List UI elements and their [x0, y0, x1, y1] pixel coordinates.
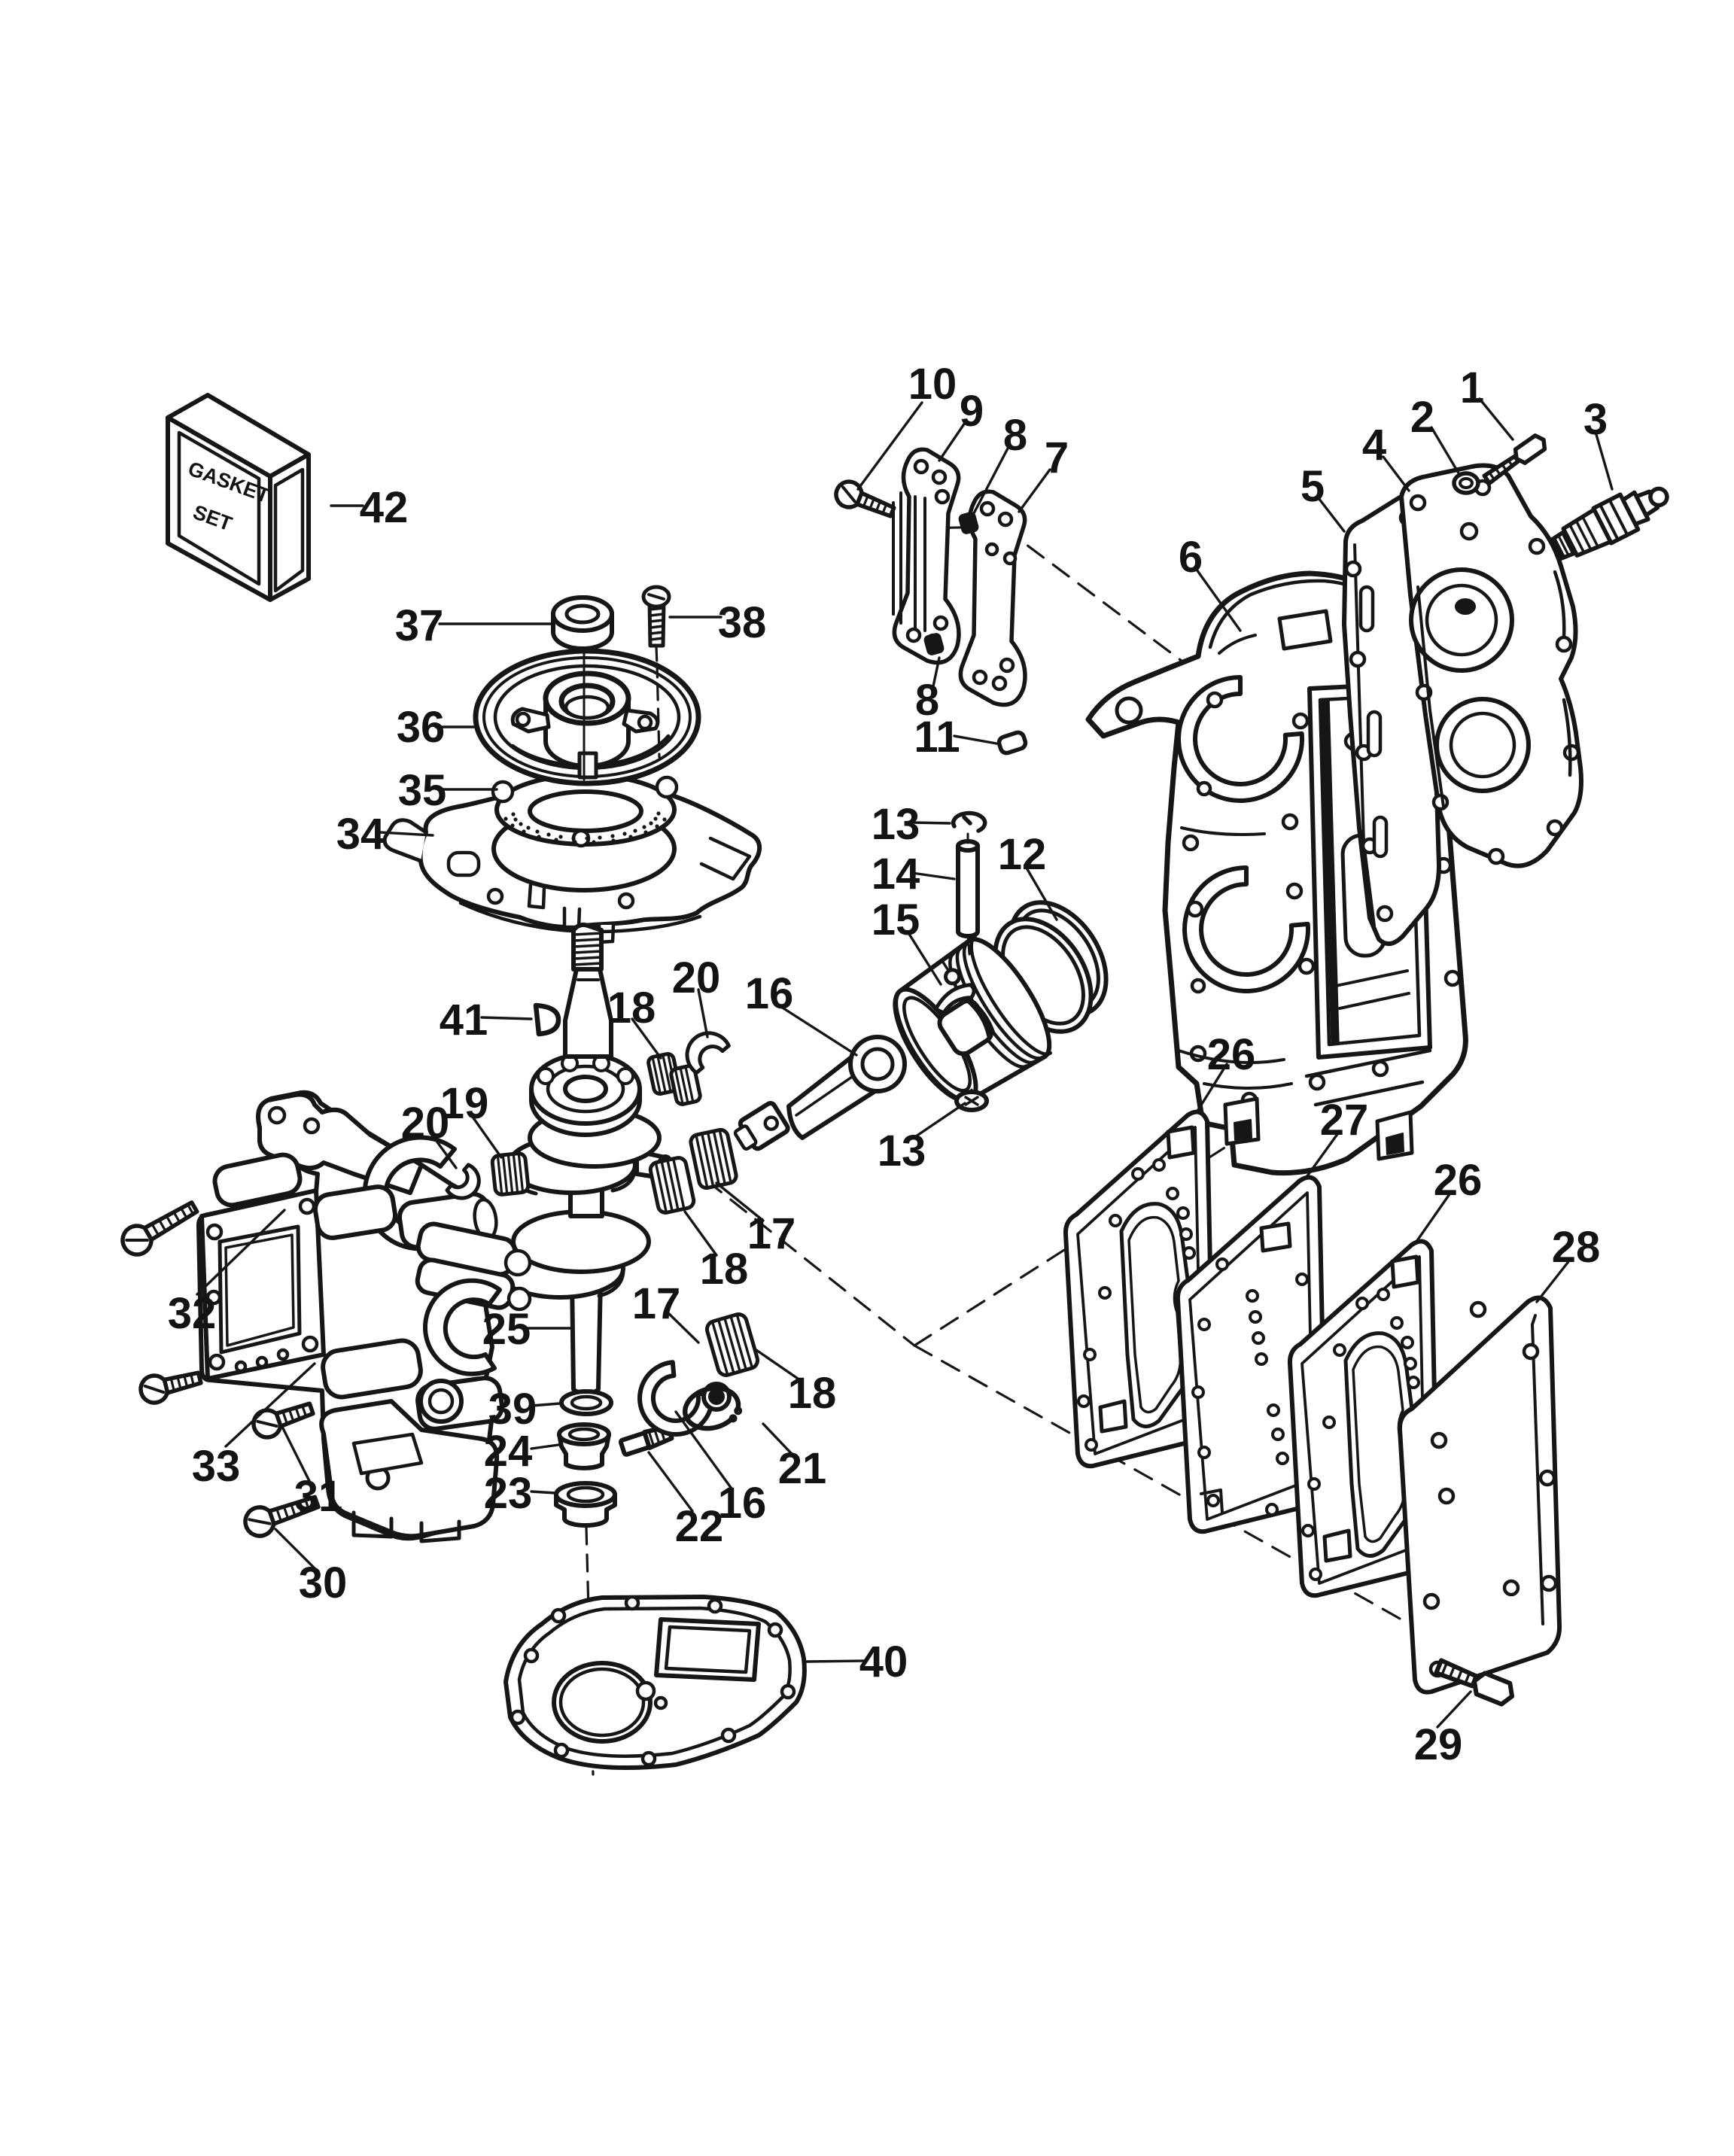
- svg-text:5: 5: [1300, 462, 1325, 511]
- svg-text:26: 26: [1207, 1030, 1256, 1079]
- svg-text:18: 18: [788, 1369, 837, 1418]
- svg-text:15: 15: [872, 896, 920, 944]
- svg-text:8: 8: [1003, 411, 1027, 460]
- svg-text:8: 8: [915, 676, 939, 725]
- svg-text:6: 6: [1179, 533, 1203, 582]
- svg-text:35: 35: [398, 766, 447, 815]
- svg-text:41: 41: [440, 996, 488, 1045]
- svg-text:2: 2: [1410, 393, 1434, 442]
- svg-text:31: 31: [294, 1472, 343, 1521]
- svg-text:18: 18: [700, 1245, 749, 1294]
- svg-text:33: 33: [192, 1442, 241, 1491]
- svg-text:21: 21: [778, 1444, 827, 1493]
- svg-text:9: 9: [960, 387, 984, 436]
- svg-text:27: 27: [1320, 1096, 1369, 1145]
- svg-text:16: 16: [745, 969, 794, 1018]
- svg-text:1: 1: [1460, 363, 1484, 412]
- svg-text:28: 28: [1552, 1223, 1601, 1272]
- svg-text:17: 17: [747, 1209, 796, 1258]
- svg-text:13: 13: [878, 1127, 926, 1175]
- svg-text:19: 19: [440, 1079, 489, 1128]
- svg-text:18: 18: [607, 984, 656, 1032]
- svg-text:4: 4: [1362, 421, 1386, 470]
- svg-text:3: 3: [1583, 395, 1608, 444]
- svg-text:20: 20: [401, 1099, 450, 1148]
- svg-text:38: 38: [718, 598, 767, 647]
- svg-text:34: 34: [336, 810, 385, 859]
- svg-text:29: 29: [1414, 1720, 1463, 1769]
- svg-text:20: 20: [672, 953, 721, 1002]
- svg-text:24: 24: [484, 1427, 533, 1476]
- svg-text:16: 16: [718, 1479, 767, 1528]
- svg-text:30: 30: [299, 1558, 348, 1607]
- svg-text:42: 42: [360, 483, 409, 532]
- svg-text:40: 40: [859, 1638, 908, 1686]
- svg-text:14: 14: [872, 850, 920, 899]
- svg-text:32: 32: [168, 1289, 217, 1338]
- svg-text:25: 25: [482, 1305, 531, 1354]
- svg-text:17: 17: [632, 1279, 681, 1328]
- svg-text:12: 12: [998, 830, 1047, 879]
- svg-text:7: 7: [1045, 433, 1069, 482]
- svg-text:10: 10: [908, 360, 957, 409]
- svg-text:23: 23: [484, 1469, 533, 1518]
- svg-text:11: 11: [914, 713, 960, 762]
- svg-text:39: 39: [488, 1385, 537, 1434]
- svg-text:26: 26: [1434, 1156, 1483, 1205]
- svg-text:37: 37: [395, 601, 444, 650]
- svg-text:36: 36: [397, 703, 446, 752]
- svg-text:13: 13: [872, 800, 920, 849]
- svg-text:22: 22: [675, 1502, 724, 1551]
